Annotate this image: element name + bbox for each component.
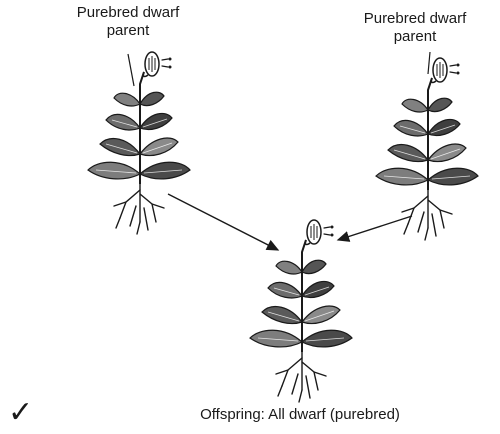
checkmark-icon: ✓ — [8, 398, 33, 428]
offspring-plant-icon — [250, 220, 352, 402]
parent-right-label: Purebred dwarf parent — [340, 10, 490, 46]
parent-plant-left-icon — [88, 52, 190, 234]
arrow-left-to-offspring — [168, 194, 278, 250]
arrow-right-to-offspring — [338, 216, 412, 240]
offspring-label: Offspring: All dwarf (purebred) — [140, 406, 460, 424]
parent-right-label-line1: Purebred dwarf — [340, 10, 490, 28]
parent-right-label-line2: parent — [340, 28, 490, 46]
parent-left-label-line1: Purebred dwarf — [58, 4, 198, 22]
parent-left-label-line2: parent — [58, 22, 198, 40]
parent-plant-right-icon — [376, 52, 478, 240]
parent-left-label: Purebred dwarf parent — [58, 4, 198, 40]
